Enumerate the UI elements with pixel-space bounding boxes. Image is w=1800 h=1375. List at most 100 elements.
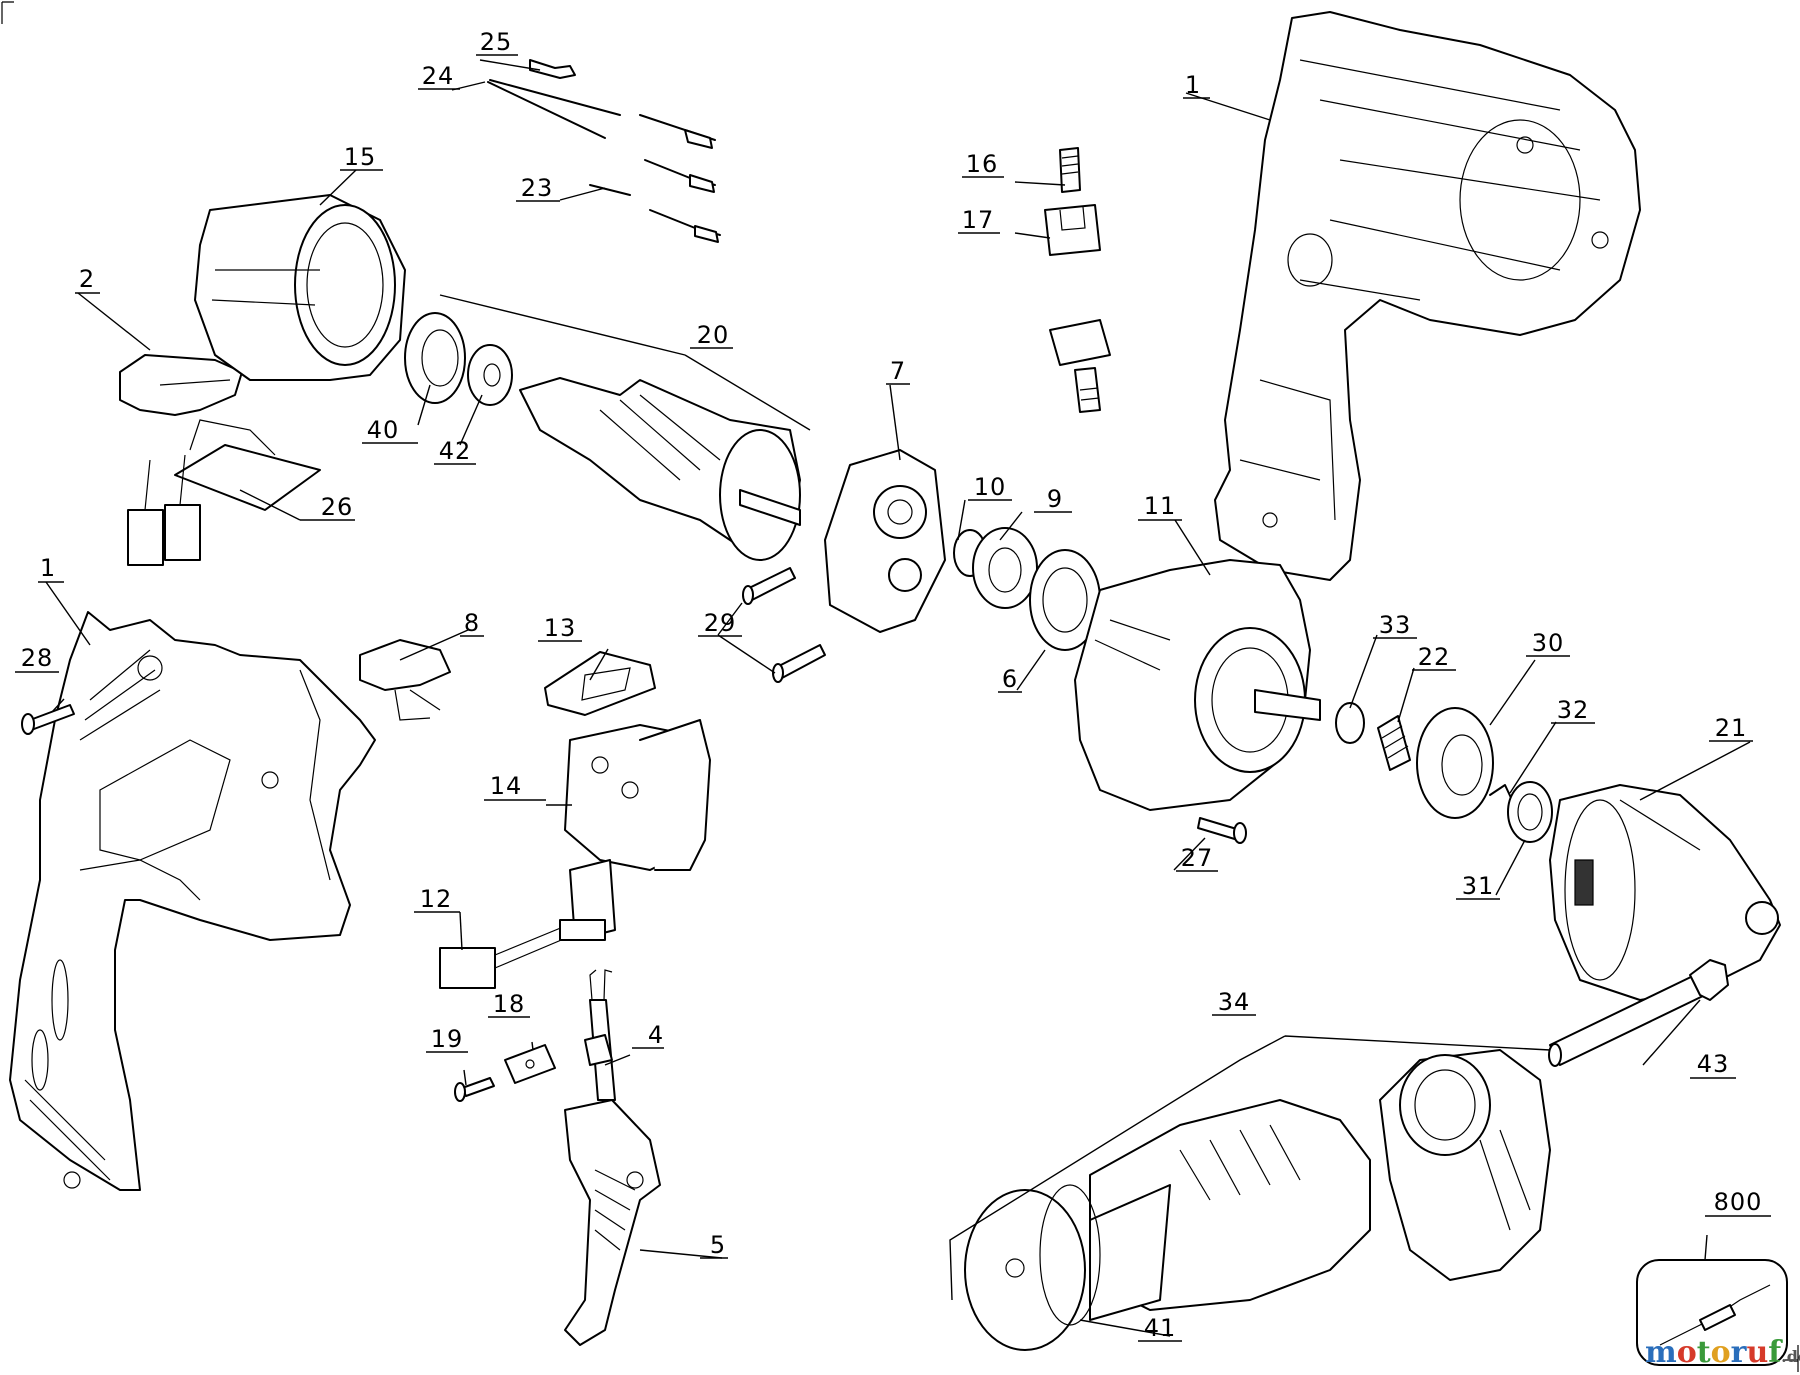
callout-c25: 25: [476, 28, 518, 56]
callout-c26: 26: [300, 493, 355, 521]
part-42-washer: [467, 344, 513, 406]
callout-c16: 16: [962, 150, 1004, 178]
part-21-chuck: [1549, 784, 1781, 1001]
part-18-cord-clamp: [504, 1044, 556, 1084]
callout-label: 14: [490, 772, 523, 800]
watermark-letter: m: [1645, 1335, 1677, 1370]
callout-c1a: 1: [38, 554, 64, 583]
callout-c8: 8: [460, 609, 484, 637]
callout-label: 17: [962, 206, 995, 234]
callout-label: 4: [648, 1021, 664, 1049]
callout-c9: 9: [1034, 485, 1072, 513]
callout-c41: 41: [1138, 1314, 1182, 1342]
callout-c24: 24: [418, 62, 460, 90]
callout-label: 16: [966, 150, 999, 178]
callout-label: 18: [493, 990, 526, 1018]
callout-c15: 15: [340, 143, 383, 171]
callout-label: 42: [439, 437, 472, 465]
callout-label: 13: [544, 614, 577, 642]
callout-label: 28: [21, 644, 54, 672]
callout-c43: 43: [1690, 1050, 1736, 1079]
part-16-brush: [1059, 147, 1081, 193]
part-7-gear-plate: [824, 449, 946, 633]
callout-label: 2: [79, 265, 95, 293]
leader-lines: [45, 59, 1751, 1337]
callout-label: 43: [1697, 1050, 1730, 1078]
svg-text:motoruf.de: motoruf.de: [1645, 1335, 1800, 1370]
callout-label: 7: [890, 357, 906, 385]
callout-label: 26: [321, 493, 354, 521]
callout-c800: 800: [1705, 1188, 1771, 1217]
part-17-brush-holder: [1044, 204, 1101, 256]
corner-mark: [1785, 1345, 1799, 1372]
callout-label: 5: [710, 1231, 726, 1259]
callout-c22: 22: [1412, 643, 1456, 671]
callout-c14: 14: [484, 772, 546, 801]
part-28-screw: [21, 704, 75, 735]
callout-c2: 2: [75, 265, 100, 294]
part-29-screws: [742, 567, 826, 683]
part-2-cap: [119, 354, 243, 416]
callout-label: 10: [974, 473, 1007, 501]
part-4-cord: [584, 969, 616, 1101]
callout-label: 31: [1462, 872, 1495, 900]
watermark-letter: t: [1697, 1335, 1711, 1370]
callout-c32: 32: [1551, 696, 1595, 724]
callout-c28: 28: [15, 644, 59, 673]
housing-half-right: [1214, 11, 1641, 581]
callout-label: 24: [422, 62, 455, 90]
part-30-collar: [1416, 707, 1494, 819]
callout-label: 15: [344, 143, 377, 171]
callout-label: 23: [521, 174, 554, 202]
callout-c40: 40: [362, 416, 418, 444]
part-8-lock-button: [359, 639, 451, 721]
part-33-ring: [1335, 702, 1365, 744]
callout-label: 32: [1557, 696, 1590, 724]
callout-label: 41: [1144, 1314, 1177, 1342]
callout-c30: 30: [1526, 629, 1570, 657]
callout-c21: 21: [1709, 714, 1753, 742]
corner-mark: [1, 1, 14, 24]
callout-label: 9: [1047, 485, 1063, 513]
callout-c23: 23: [516, 174, 560, 202]
callout-c17: 17: [958, 206, 1000, 234]
watermark-letter: o: [1711, 1335, 1731, 1370]
part-9-washer: [972, 527, 1038, 609]
callout-c10: 10: [968, 473, 1012, 501]
watermark-letter: o: [1677, 1335, 1697, 1370]
housing-half-left: [9, 611, 376, 1191]
part-34-side-handle: [1089, 1049, 1551, 1321]
callout-label: 12: [420, 885, 453, 913]
part-12-suppressor: [439, 859, 616, 989]
callout-c20: 20: [690, 321, 733, 349]
callout-c18: 18: [488, 990, 530, 1018]
callout-label: 29: [704, 609, 737, 637]
callout-c4: 4: [632, 1021, 664, 1049]
watermark-logo: motoruf.de: [1645, 1335, 1800, 1370]
callout-c12: 12: [414, 885, 460, 913]
callout-label: 21: [1715, 714, 1748, 742]
callout-c1b: 1: [1183, 71, 1210, 99]
callout-c11: 11: [1138, 492, 1182, 521]
brush-holder-lower: [1049, 319, 1111, 413]
callout-c29: 29: [698, 609, 742, 637]
callout-label: 8: [464, 609, 480, 637]
watermark-suffix: .de: [1781, 1347, 1800, 1366]
part-15-stator: [194, 194, 406, 381]
wires-23-24-25: [487, 59, 721, 243]
callout-label: 20: [697, 321, 730, 349]
watermark-letter: f: [1768, 1335, 1783, 1370]
callout-c33: 33: [1373, 611, 1417, 639]
callout-label: 1: [40, 554, 56, 582]
part-6-gasket: [1029, 549, 1101, 651]
part-22-spring: [1377, 715, 1411, 771]
part-20-armature: [519, 377, 801, 561]
callout-label: 25: [480, 28, 513, 56]
part-27-screw: [1197, 817, 1247, 844]
callout-label: 800: [1714, 1188, 1763, 1216]
part-41-knob: [964, 1184, 1101, 1351]
callout-c34: 34: [1212, 988, 1256, 1016]
part-43-rod: [1548, 959, 1729, 1067]
callout-label: 11: [1144, 492, 1177, 520]
callout-label: 1: [1185, 71, 1201, 99]
